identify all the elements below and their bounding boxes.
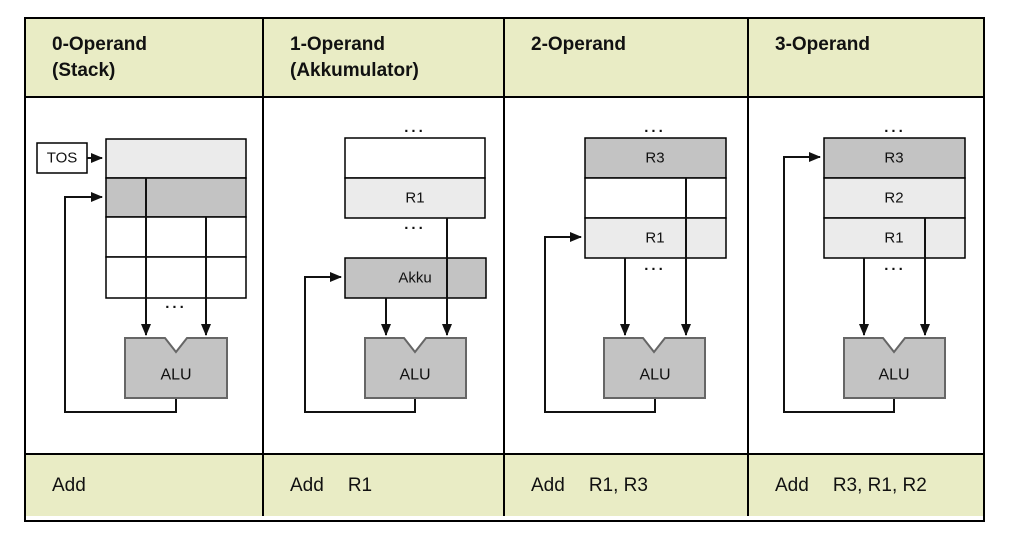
header-cell-1-operand: 1-Operand (Akkumulator) xyxy=(264,19,505,98)
ellipsis: ... xyxy=(165,295,187,312)
alu-result-feedback-wire xyxy=(783,152,895,413)
instruction-cell-1-operand: Add R1 xyxy=(264,455,505,516)
register-row-r2 xyxy=(823,177,966,219)
register-row-r1 xyxy=(584,217,727,259)
ellipsis: ... xyxy=(884,257,906,274)
column-title: 3-Operand xyxy=(775,34,871,55)
column-title: 2-Operand xyxy=(531,34,627,55)
alu-box xyxy=(603,337,706,399)
column-subtitle: (Akkumulator) xyxy=(290,60,419,81)
alu-label: ALU xyxy=(639,367,670,384)
instruction-operands: R3, R1, R2 xyxy=(832,474,927,496)
ellipsis: ... xyxy=(404,119,426,136)
ellipsis: ... xyxy=(644,119,666,136)
tos-label: TOS xyxy=(47,150,78,167)
two-operand-architecture-diagram: ... R3 R1 ... ALU xyxy=(544,119,727,413)
register-label-r3: R3 xyxy=(884,150,903,167)
alu-box xyxy=(843,337,946,399)
alu-label: ALU xyxy=(878,367,909,384)
alu-label: ALU xyxy=(160,367,191,384)
ellipsis: ... xyxy=(884,119,906,136)
register-row-empty xyxy=(344,137,486,179)
register-row-empty xyxy=(584,177,727,219)
register-label-r2: R2 xyxy=(884,190,903,207)
register-row-r1 xyxy=(823,217,966,259)
alu-box xyxy=(124,337,228,399)
column-title: 1-Operand xyxy=(290,34,386,55)
accumulator-architecture-diagram: ... R1 ... Akku ALU xyxy=(304,119,487,413)
column-subtitle: (Stack) xyxy=(52,60,116,81)
register-label-r3: R3 xyxy=(645,150,664,167)
header-cell-0-operand: 0-Operand (Stack) xyxy=(26,19,264,98)
stack-row-fourth xyxy=(105,256,247,299)
instruction-mnemonic: Add xyxy=(531,474,565,496)
column-title: 0-Operand xyxy=(52,34,148,55)
ellipsis: ... xyxy=(644,257,666,274)
diagram-cell-1-operand: ... R1 ... Akku ALU xyxy=(264,98,505,455)
alu-result-feedback-wire xyxy=(304,272,416,413)
instruction-operands: R1 xyxy=(347,474,373,496)
stack-row-top xyxy=(105,138,247,179)
diagram-cell-2-operand: ... R3 R1 ... ALU xyxy=(505,98,749,455)
header-cell-2-operand: 2-Operand xyxy=(505,19,749,98)
stack-architecture-diagram: TOS ... ALU xyxy=(36,138,247,413)
alu-box xyxy=(364,337,467,399)
instruction-operands: R1, R3 xyxy=(588,474,648,496)
alu-result-feedback-wire xyxy=(544,232,656,413)
instruction-mnemonic: Add xyxy=(775,474,809,496)
ellipsis: ... xyxy=(404,216,426,233)
isa-comparison-table: 0-Operand (Stack) 1-Operand (Akkumulator… xyxy=(24,17,985,522)
akku-label: Akku xyxy=(398,270,431,287)
instruction-cell-0-operand: Add xyxy=(26,455,264,516)
alu-label: ALU xyxy=(399,367,430,384)
instruction-cell-3-operand: Add R3, R1, R2 xyxy=(749,455,983,516)
diagram-cell-0-operand: TOS ... ALU xyxy=(26,98,264,455)
register-label-r1: R1 xyxy=(405,190,424,207)
three-operand-architecture-diagram: ... R3 R2 R1 ... ALU xyxy=(783,119,966,413)
akku-register-box xyxy=(344,257,487,299)
stack-row-second xyxy=(105,177,247,218)
stack-row-third xyxy=(105,216,247,258)
register-label-r1: R1 xyxy=(645,230,664,247)
instruction-mnemonic: Add xyxy=(290,474,324,496)
register-row-r1 xyxy=(344,177,486,219)
header-cell-3-operand: 3-Operand xyxy=(749,19,983,98)
instruction-cell-2-operand: Add R1, R3 xyxy=(505,455,749,516)
alu-result-feedback-wire xyxy=(64,192,177,413)
diagram-cell-3-operand: ... R3 R2 R1 ... ALU xyxy=(749,98,983,455)
register-label-r1: R1 xyxy=(884,230,903,247)
instruction-mnemonic: Add xyxy=(52,474,86,496)
